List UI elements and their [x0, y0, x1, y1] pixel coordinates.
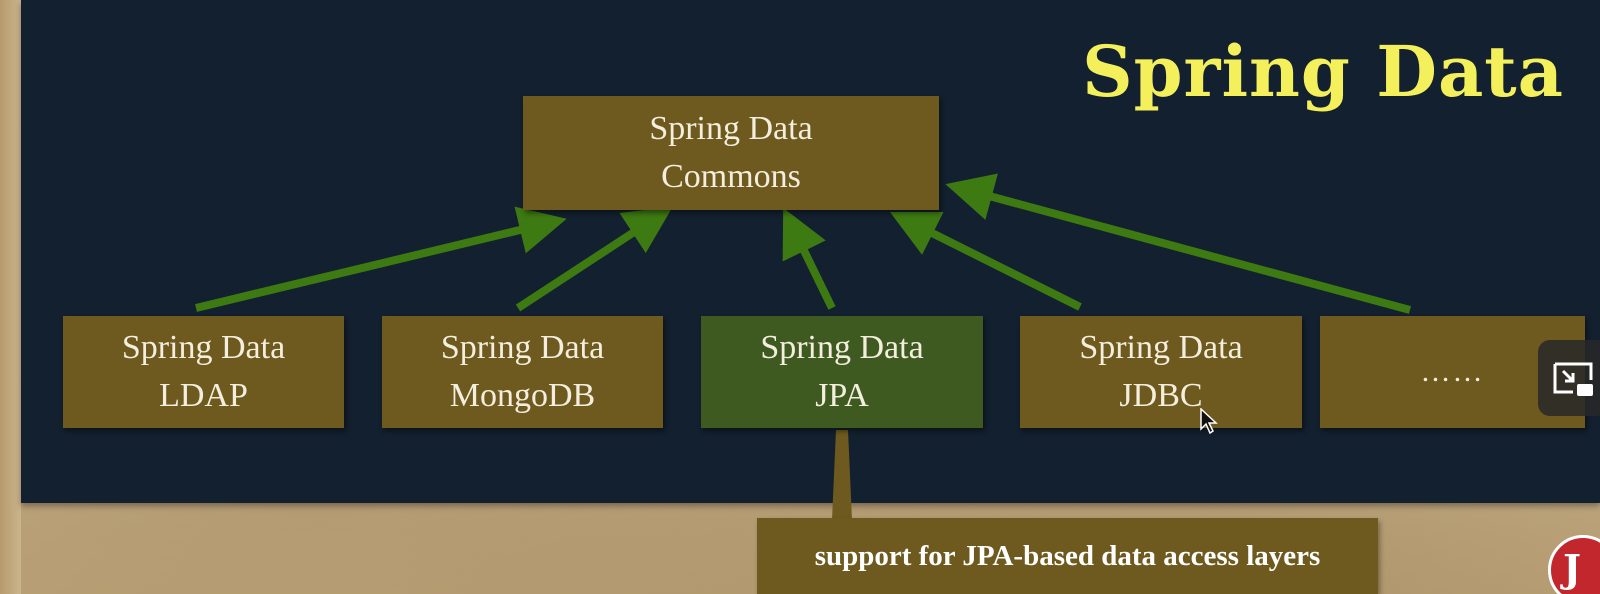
box-ldap-line2: LDAP [159, 377, 248, 414]
logo-letter: J [1563, 546, 1581, 591]
parchment-left-edge [0, 0, 21, 594]
box-spring-data-jpa: Spring Data JPA [701, 316, 983, 428]
box-jpa-line2: JPA [815, 377, 869, 414]
box-mongodb-line1: Spring Data [440, 329, 605, 367]
box-mongodb-line2: MongoDB [449, 377, 596, 414]
box-commons-line2: Commons [661, 158, 801, 195]
box-ldap-line1: Spring Data [121, 329, 286, 367]
box-jdbc-line2: JDBC [1119, 377, 1203, 414]
box-spring-data-ldap: Spring Data LDAP [63, 316, 344, 428]
jpa-callout: support for JPA-based data access layers [757, 518, 1378, 594]
box-spring-data-commons: Spring Data Commons [523, 96, 939, 210]
mouse-cursor-icon [1200, 408, 1218, 434]
box-commons-line1: Spring Data [649, 110, 813, 148]
slide-title: Spring Data [1082, 30, 1564, 113]
box-more-ellipsis: …… [1420, 355, 1485, 388]
box-spring-data-jdbc: Spring Data JDBC [1020, 316, 1302, 428]
box-jdbc-line1: Spring Data [1079, 329, 1243, 367]
box-spring-data-mongodb: Spring Data MongoDB [382, 316, 663, 428]
picture-in-picture-icon [1553, 362, 1593, 396]
box-jpa-line1: Spring Data [760, 329, 924, 367]
picture-in-picture-button[interactable] [1538, 340, 1600, 416]
